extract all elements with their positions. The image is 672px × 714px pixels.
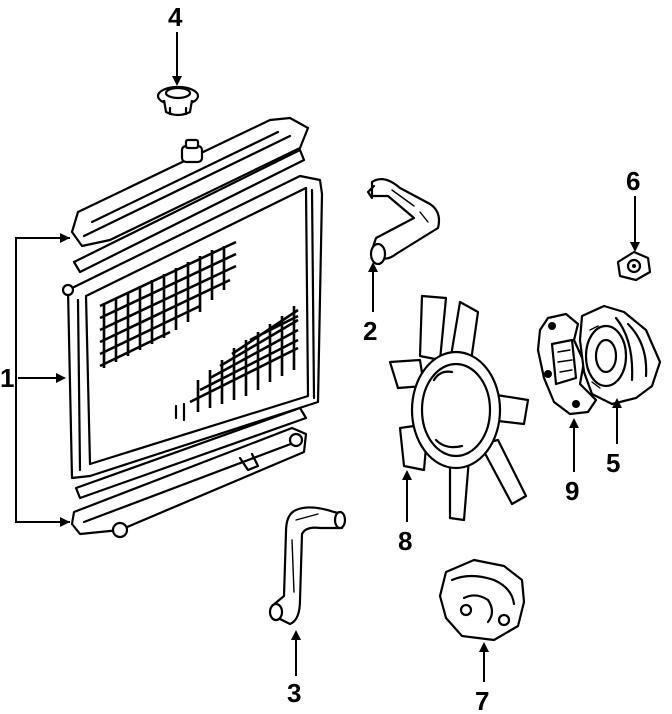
radiator [61,116,324,539]
radiator-cap [156,85,200,117]
upper-radiator-hose [366,177,441,266]
radiator-upper-tank [70,116,310,274]
thermostat-housing [438,558,526,642]
callout-9: 9 [565,476,579,506]
radiator-lower-tank [70,406,308,539]
radiator-fins-upper [99,240,237,368]
callout-1: 1 [0,363,14,393]
callout-5: 5 [606,448,620,478]
leader-lines [15,32,640,682]
callout-8: 8 [398,526,412,556]
water-pump [578,304,662,406]
cooling-fan [388,294,530,522]
water-pump-gasket [536,312,598,416]
temperature-sensor [616,250,652,282]
radiator-filler-neck [180,138,204,164]
callout-7: 7 [475,686,489,714]
callout-2: 2 [363,316,377,346]
callout-labels: 1 2 3 4 5 6 7 8 9 [0,2,640,714]
lower-radiator-hose [268,506,347,626]
callout-3: 3 [287,678,301,708]
callout-6: 6 [626,166,640,196]
callout-4: 4 [168,2,183,32]
radiator-core [61,174,324,480]
radiator-fins-lower [174,306,299,422]
